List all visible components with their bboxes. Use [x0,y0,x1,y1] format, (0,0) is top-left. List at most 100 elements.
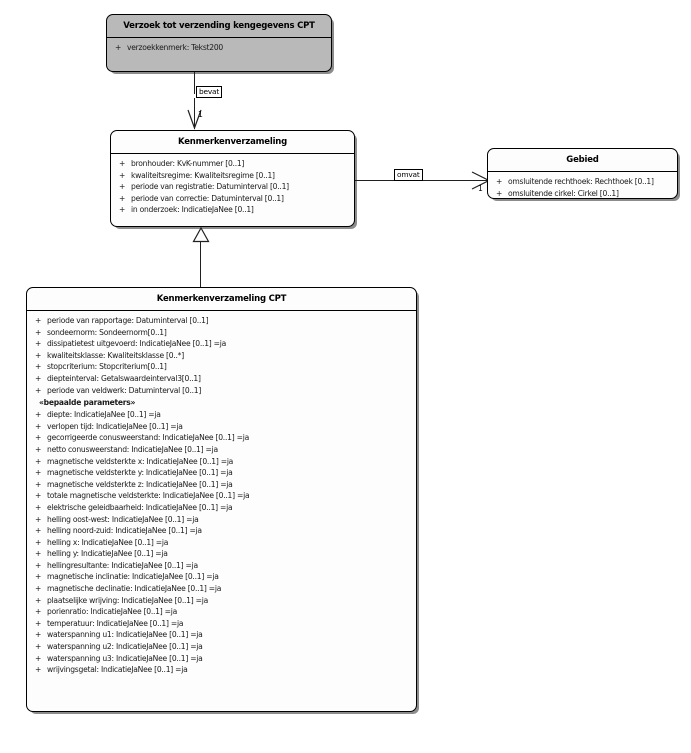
attribute-text: magnetische declinatie: IndicatieJaNee [… [47,584,222,594]
attribute-text: in onderzoek: IndicatieJaNee [0..1] [131,205,254,215]
class-attributes-gebied: + omsluitende rechthoek: Rechthoek [0..1… [488,172,677,198]
attribute-text: periode van veldwerk: Datuminterval [0..… [47,385,202,395]
visibility-marker: + [34,444,42,454]
visibility-marker: + [34,385,42,395]
attribute-row: + helling oost-west: IndicatieJaNee [0..… [29,514,414,526]
visibility-marker: + [34,526,42,536]
attribute-row: + plaatselijke wrijving: IndicatieJaNee … [29,595,414,607]
attribute-text: periode van registratie: Datuminterval [… [131,182,289,192]
connector-generalization-line [200,241,201,287]
attribute-text: netto conusweerstand: IndicatieJaNee [0.… [47,444,218,454]
attribute-row: + helling noord-zuid: IndicatieJaNee [0.… [29,525,414,537]
attribute-text: magnetische veldsterkte z: IndicatieJaNe… [47,479,233,489]
class-box-gebied[interactable]: Gebied + omsluitende rechthoek: Rechthoe… [487,148,678,199]
visibility-marker: + [34,549,42,559]
visibility-marker: + [34,468,42,478]
visibility-marker: + [34,642,42,652]
visibility-marker: + [34,572,42,582]
attribute-row: + kwaliteitsregime: Kwaliteitsregime [0.… [113,170,352,182]
attribute-row: + omsluitende cirkel: Cirkel [0..1] [490,188,675,198]
visibility-marker: + [34,653,42,663]
attribute-text: sondeernorm: Sondeernorm[0..1] [47,327,167,337]
visibility-marker: + [34,665,42,675]
attribute-row: + waterspanning u3: IndicatieJaNee [0..1… [29,653,414,665]
attribute-text: verlopen tijd: IndicatieJaNee [0..1] =ja [47,421,183,431]
visibility-marker: + [34,362,42,372]
attribute-text: omsluitende rechthoek: Rechthoek [0..1] [508,177,654,186]
attribute-row: + wrijvingsgetal: IndicatieJaNee [0..1] … [29,664,414,676]
attribute-text: magnetische veldsterkte y: IndicatieJaNe… [47,468,233,478]
attribute-row: + magnetische veldsterkte x: IndicatieJa… [29,456,414,468]
visibility-marker: + [34,433,42,443]
attribute-row: + verzoekkenmerk: Tekst200 [109,42,329,54]
attribute-row: + magnetische declinatie: IndicatieJaNee… [29,583,414,595]
attribute-row: + magnetische veldsterkte z: IndicatieJa… [29,479,414,491]
attribute-row: + sondeernorm: Sondeernorm[0..1] [29,327,414,339]
attribute-text: waterspanning u1: IndicatieJaNee [0..1] … [47,630,203,640]
attribute-text: periode van rapportage: Datuminterval [0… [47,316,209,325]
attribute-text: totale magnetische veldsterkte: Indicati… [47,491,250,501]
attribute-row: + kwaliteitsklasse: Kwaliteitsklasse [0.… [29,350,414,362]
visibility-marker: + [34,630,42,640]
attribute-text: plaatselijke wrijving: IndicatieJaNee [0… [47,595,209,605]
visibility-marker: + [495,177,503,186]
attribute-text: magnetische veldsterkte x: IndicatieJaNe… [47,456,234,466]
attribute-text: waterspanning u3: IndicatieJaNee [0..1] … [47,653,203,663]
visibility-marker: + [34,537,42,547]
visibility-marker: + [34,350,42,360]
visibility-marker: + [34,327,42,337]
visibility-marker: + [34,410,42,420]
attribute-row: + elektrische geleidbaarheid: IndicatieJ… [29,502,414,514]
visibility-marker: + [34,595,42,605]
attribute-text: magnetische inclinatie: IndicatieJaNee [… [47,572,219,582]
attribute-row: + periode van rapportage: Datuminterval … [29,315,414,327]
visibility-marker: + [118,170,126,180]
class-box-kenmerkenverzameling[interactable]: Kenmerkenverzameling + bronhouder: KvK-n… [110,130,355,227]
attribute-row: + diepteinterval: Getalswaardeinterval3[… [29,373,414,385]
class-title-gebied: Gebied [488,149,677,172]
visibility-marker: + [34,339,42,349]
attribute-text: kwaliteitsregime: Kwaliteitsregime [0..1… [131,170,275,180]
attribute-text: wrijvingsgetal: IndicatieJaNee [0..1] =j… [47,665,188,675]
visibility-marker: + [34,607,42,617]
attribute-row: + hellingresultante: IndicatieJaNee [0..… [29,560,414,572]
connector-label-bevat: bevat [196,86,223,98]
attribute-row: + in onderzoek: IndicatieJaNee [0..1] [113,204,352,216]
attribute-row: + waterspanning u1: IndicatieJaNee [0..1… [29,629,414,641]
connector-bevat-lower [194,98,195,129]
stereotype-label: «bepaalde parameters» [39,398,136,408]
class-box-kenmerkenverzameling-cpt[interactable]: Kenmerkenverzameling CPT + periode van r… [26,287,417,712]
attribute-text: dissipatietest uitgevoerd: IndicatieJaNe… [47,339,227,349]
attribute-text: temperatuur: IndicatieJaNee [0..1] =ja [47,618,184,628]
visibility-marker: + [34,479,42,489]
attribute-text: kwaliteitsklasse: Kwaliteitsklasse [0..*… [47,350,184,360]
attribute-row: + magnetische inclinatie: IndicatieJaNee… [29,571,414,583]
class-title-verzoek: Verzoek tot verzending kengegevens CPT [107,15,331,38]
class-box-verzoek-tot-verzending-kengegevens-cpt[interactable]: Verzoek tot verzending kengegevens CPT +… [106,14,332,72]
class-attributes-kenmerkenverzameling: + bronhouder: KvK-nummer [0..1] + kwalit… [111,154,354,220]
visibility-marker: + [34,514,42,524]
attribute-text: periode van correctie: Datuminterval [0.… [131,193,284,203]
attribute-text: bronhouder: KvK-nummer [0..1] [131,159,245,168]
attribute-row: + omsluitende rechthoek: Rechthoek [0..1… [490,176,675,188]
generalization-triangle-icon [192,226,210,243]
attribute-row: + gecorrigeerde conusweerstand: Indicati… [29,432,414,444]
attribute-text: gecorrigeerde conusweerstand: IndicatieJ… [47,433,249,443]
visibility-marker: + [34,316,42,325]
attribute-text: stopcriterium: Stopcriterium[0..1] [47,362,167,372]
visibility-marker: + [34,618,42,628]
visibility-marker: + [34,584,42,594]
attribute-row: + bronhouder: KvK-nummer [0..1] [113,158,352,170]
attribute-row: + stopcriterium: Stopcriterium[0..1] [29,361,414,373]
attribute-text: helling x: IndicatieJaNee [0..1] =ja [47,537,169,547]
attribute-row: + temperatuur: IndicatieJaNee [0..1] =ja [29,618,414,630]
attribute-row: + diepte: IndicatieJaNee [0..1] =ja [29,409,414,421]
visibility-marker: + [495,188,503,198]
attribute-text: helling noord-zuid: IndicatieJaNee [0..1… [47,526,202,536]
visibility-marker: + [34,421,42,431]
attribute-text: diepteinterval: Getalswaardeinterval3[0.… [47,373,201,383]
attribute-row: + helling x: IndicatieJaNee [0..1] =ja [29,537,414,549]
attribute-row: + periode van veldwerk: Datuminterval [0… [29,385,414,397]
visibility-marker: + [114,43,122,52]
attribute-text: verzoekkenmerk: Tekst200 [127,43,224,52]
